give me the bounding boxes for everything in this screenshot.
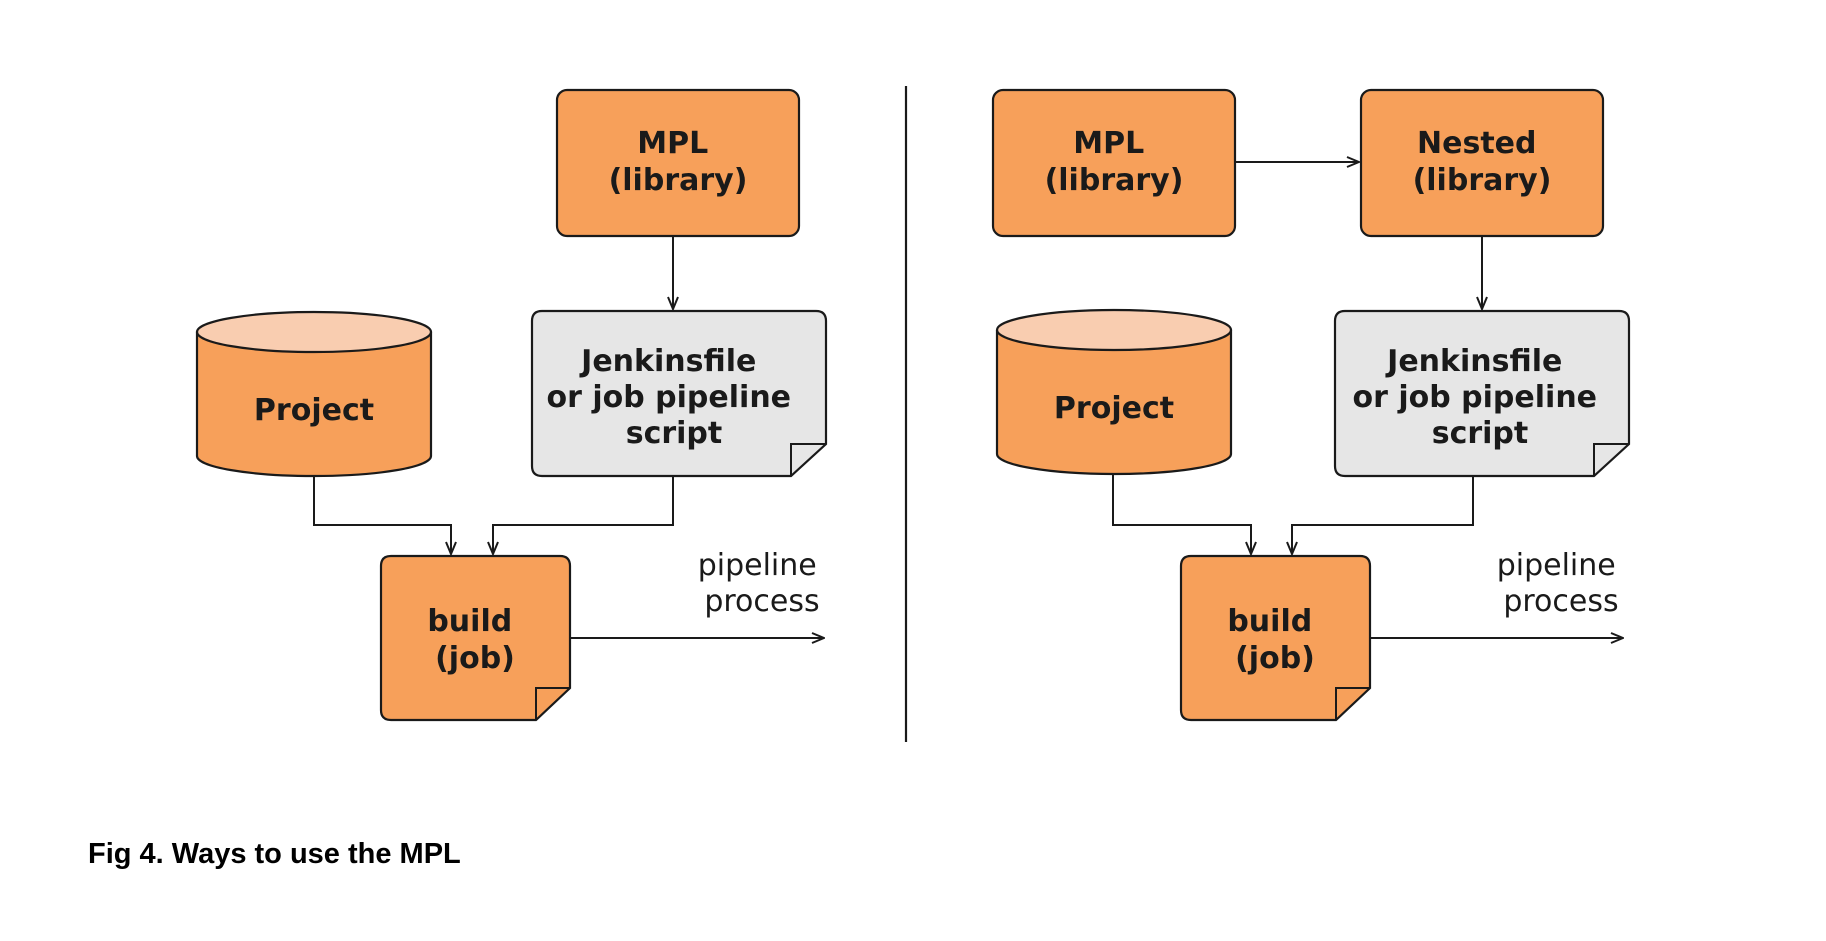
left-mpl-library-box bbox=[555, 88, 801, 238]
right-jenkinsfile-line-2: or job pipeline bbox=[1353, 380, 1598, 415]
svg-text:Jenkinsfile or job pip: Jenkinsfile or job pipeline script bbox=[547, 344, 802, 451]
left-edge-jenkinsfile-to-build bbox=[493, 476, 674, 554]
left-pipeline-process-label: pipeline process bbox=[698, 548, 827, 619]
left-project-label: Project bbox=[254, 393, 374, 428]
svg-text:build (job): build (job) bbox=[427, 604, 522, 676]
left-mpl-library-node: MPL (library) bbox=[555, 88, 801, 238]
svg-text:build (job): build (job) bbox=[1227, 604, 1322, 676]
svg-text:Nested (library): Nested (library) bbox=[1413, 126, 1552, 198]
right-jenkinsfile-line-3: script bbox=[1432, 416, 1529, 451]
right-panel: MPL (library) Nested (library) Project bbox=[991, 88, 1631, 722]
right-jenkinsfile-node: Jenkinsfile or job pipeline script bbox=[1333, 309, 1631, 478]
right-build-job-node: build (job) bbox=[1179, 554, 1372, 722]
figure-caption: Fig 4. Ways to use the MPL bbox=[88, 838, 461, 870]
right-mpl-line-1: MPL bbox=[1073, 126, 1144, 161]
left-project-node: Project bbox=[195, 310, 433, 478]
left-edge-project-to-build bbox=[313, 477, 451, 554]
right-project-label: Project bbox=[1054, 391, 1174, 426]
svg-text:Project: Project bbox=[254, 393, 374, 428]
left-jenkinsfile-doc bbox=[530, 309, 828, 478]
right-pipeline-line-2: process bbox=[1503, 584, 1618, 619]
right-mpl-line-2: (library) bbox=[1045, 163, 1184, 198]
right-project-cylinder-body bbox=[995, 330, 1233, 476]
left-build-line-1: build bbox=[427, 604, 512, 639]
svg-text:Project: Project bbox=[1054, 391, 1174, 426]
right-build-job-fold bbox=[1335, 687, 1370, 720]
right-jenkinsfile-fold bbox=[1593, 443, 1629, 476]
right-edge-jenkinsfile-to-build bbox=[1292, 476, 1474, 554]
right-nested-line-1: Nested bbox=[1417, 126, 1536, 161]
right-nested-library-node: Nested (library) bbox=[1359, 88, 1605, 238]
left-jenkinsfile-line-1: Jenkinsfile bbox=[579, 344, 756, 379]
right-build-line-2: (job) bbox=[1235, 641, 1315, 676]
left-jenkinsfile-line-2: or job pipeline bbox=[547, 380, 792, 415]
left-project-cylinder-top bbox=[195, 310, 433, 354]
left-jenkinsfile-node: Jenkinsfile or job pipeline script bbox=[530, 309, 828, 478]
left-mpl-line-2: (library) bbox=[609, 163, 748, 198]
left-jenkinsfile-line-3: script bbox=[626, 416, 723, 451]
right-jenkinsfile-doc bbox=[1333, 309, 1631, 478]
left-mpl-line-1: MPL bbox=[637, 126, 708, 161]
right-nested-line-2: (library) bbox=[1413, 163, 1552, 198]
svg-text:Jenkinsfile or job pip: Jenkinsfile or job pipeline script bbox=[1353, 344, 1608, 451]
right-mpl-library-node: MPL (library) bbox=[991, 88, 1237, 238]
svg-text:MPL (library): MPL (library) bbox=[1045, 126, 1184, 198]
right-build-line-1: build bbox=[1227, 604, 1312, 639]
right-project-node: Project bbox=[995, 308, 1233, 476]
right-edge-project-to-build bbox=[1112, 475, 1251, 554]
right-pipeline-line-1: pipeline bbox=[1497, 548, 1616, 583]
right-pipeline-process-label: pipeline process bbox=[1497, 548, 1626, 619]
right-project-cylinder-top bbox=[995, 308, 1233, 352]
left-build-job-fold bbox=[535, 687, 570, 720]
left-panel: MPL (library) Project Jenkinsfile or job… bbox=[195, 88, 828, 722]
right-jenkinsfile-line-1: Jenkinsfile bbox=[1385, 344, 1562, 379]
left-project-cylinder-body bbox=[195, 332, 433, 478]
left-build-line-2: (job) bbox=[435, 641, 515, 676]
left-build-job-doc bbox=[379, 554, 572, 722]
left-pipeline-line-1: pipeline bbox=[698, 548, 817, 583]
left-jenkinsfile-fold bbox=[790, 443, 826, 476]
left-pipeline-line-2: process bbox=[704, 584, 819, 619]
left-build-job-node: build (job) bbox=[379, 554, 572, 722]
svg-text:MPL (library): MPL (library) bbox=[609, 126, 748, 198]
right-build-job-doc bbox=[1179, 554, 1372, 722]
